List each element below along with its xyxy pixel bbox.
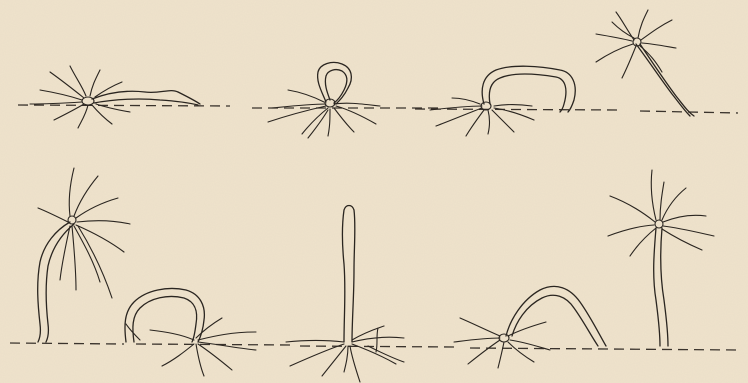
germination-stages-drawing bbox=[0, 0, 748, 383]
illustration-plate bbox=[0, 0, 748, 383]
paper-texture bbox=[0, 0, 748, 383]
